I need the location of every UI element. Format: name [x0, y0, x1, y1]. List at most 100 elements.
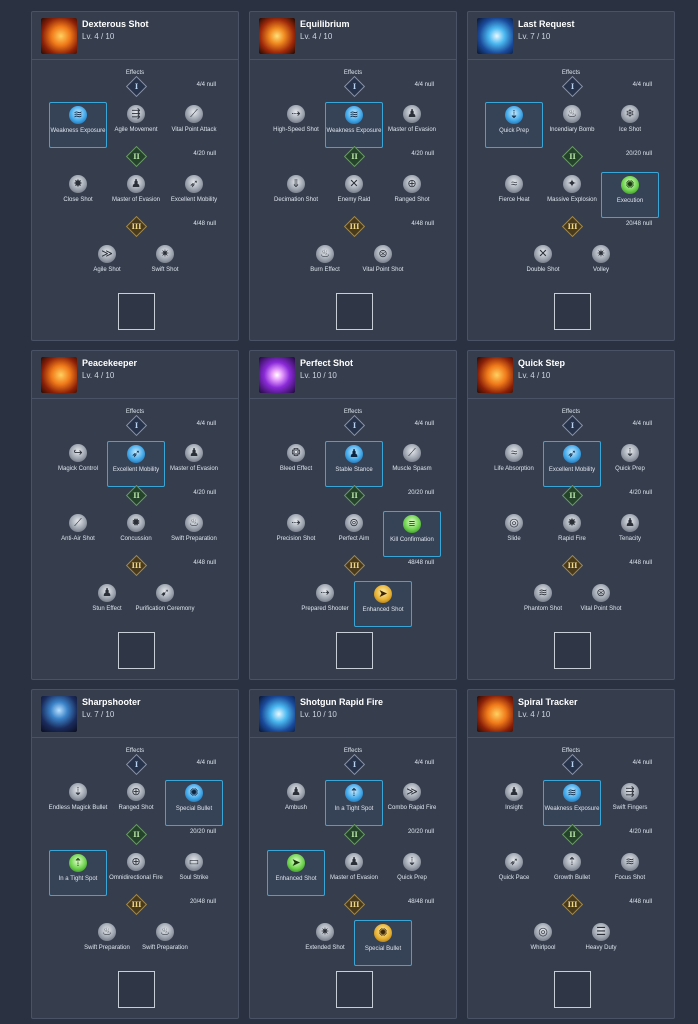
growth-bullet-icon: ⇡ — [563, 853, 581, 871]
equilibrium-icon[interactable] — [259, 18, 295, 54]
effect-node[interactable]: ✺Special Bullet — [354, 920, 412, 966]
effect-node[interactable]: ▭Soul Strike — [165, 850, 223, 896]
effect-node[interactable]: ➶Excellent Mobility — [165, 172, 223, 218]
effect-node[interactable]: ✹Concussion — [107, 511, 165, 557]
effect-node[interactable]: ◎Whirlpool — [514, 920, 572, 966]
effect-node[interactable]: ➤Enhanced Shot — [267, 850, 325, 896]
effect-node[interactable]: ➶Quick Pace — [485, 850, 543, 896]
empty-slot[interactable] — [554, 971, 591, 1008]
effect-node[interactable]: ⇢Precision Shot — [267, 511, 325, 557]
effect-node[interactable]: ≈Life Absorption — [485, 441, 543, 487]
shotgun-rapid-fire-icon[interactable] — [259, 696, 295, 732]
effect-node[interactable]: ♨Swift Preparation — [78, 920, 136, 966]
effect-node[interactable]: ♨Incendiary Bomb — [543, 102, 601, 148]
effect-node[interactable]: ≋Weakness Exposure — [325, 102, 383, 148]
effect-label: Weakness Exposure — [544, 806, 600, 812]
tier-3-badge: III — [343, 893, 366, 916]
effect-node[interactable]: ☰Heavy Duty — [572, 920, 630, 966]
quick-step-icon[interactable] — [477, 357, 513, 393]
effect-node[interactable]: ♟Tenacity — [601, 511, 659, 557]
effect-node[interactable]: ✸Close Shot — [49, 172, 107, 218]
empty-slot[interactable] — [554, 632, 591, 669]
effect-node[interactable]: ♨Swift Preparation — [136, 920, 194, 966]
empty-slot[interactable] — [118, 971, 155, 1008]
effect-node[interactable]: ♨Burn Effect — [296, 242, 354, 288]
spiral-tracker-icon[interactable] — [477, 696, 513, 732]
last-request-icon[interactable] — [477, 18, 513, 54]
effect-node[interactable]: ✷Volley — [572, 242, 630, 288]
effect-node[interactable]: ⇣Endless Magick Bullet — [49, 780, 107, 826]
effect-node[interactable]: ♟Master of Evasion — [325, 850, 383, 896]
effect-node[interactable]: ➶Excellent Mobility — [107, 441, 165, 487]
effect-node[interactable]: ⇣Quick Prep — [383, 850, 441, 896]
effect-node[interactable]: ✕Enemy Raid — [325, 172, 383, 218]
ice-shot-icon: ❄ — [621, 105, 639, 123]
empty-slot[interactable] — [554, 293, 591, 330]
effect-node[interactable]: ♟Insight — [485, 780, 543, 826]
empty-slot[interactable] — [336, 632, 373, 669]
effect-node[interactable]: ✦Massive Explosion — [543, 172, 601, 218]
effect-node[interactable]: ✕Double Shot — [514, 242, 572, 288]
effect-node[interactable]: ➹Purification Ceremony — [135, 581, 195, 627]
effect-node[interactable]: ≈Fierce Heat — [485, 172, 543, 218]
enemy-raid-icon: ✕ — [345, 175, 363, 193]
effect-node[interactable]: ⊛Vital Point Shot — [572, 581, 630, 627]
empty-slot[interactable] — [336, 971, 373, 1008]
effect-node[interactable]: ❂Bleed Effect — [267, 441, 325, 487]
effect-node[interactable]: ⟋Anti-Air Shot — [49, 511, 107, 557]
effect-node[interactable]: ⟋Vital Point Attack — [165, 102, 223, 148]
effect-node[interactable]: ✷Swift Shot — [136, 242, 194, 288]
effect-node[interactable]: ≫Combo Rapid Fire — [383, 780, 441, 826]
dexterous-shot-icon[interactable] — [41, 18, 77, 54]
effect-node[interactable]: ⇶Agile Movement — [107, 102, 165, 148]
effect-node[interactable]: ⊕Ranged Shot — [107, 780, 165, 826]
peacekeeper-icon[interactable] — [41, 357, 77, 393]
effect-node[interactable]: ◎Slide — [485, 511, 543, 557]
effect-node[interactable]: ⊕Ranged Shot — [383, 172, 441, 218]
effect-node[interactable]: ⇓Decimation Shot — [267, 172, 325, 218]
effect-node[interactable]: ↪Magick Control — [49, 441, 107, 487]
effect-node[interactable]: ≫Agile Shot — [78, 242, 136, 288]
effect-node[interactable]: ✷Extended Shot — [296, 920, 354, 966]
effect-node[interactable]: ⇣Quick Prep — [601, 441, 659, 487]
effect-node[interactable]: ⇢High-Speed Shot — [267, 102, 325, 148]
effect-node[interactable]: ✺Execution — [601, 172, 659, 218]
effect-node[interactable]: ♟Stun Effect — [78, 581, 136, 627]
effect-node[interactable]: ≡Kill Confirmation — [383, 511, 441, 557]
effect-node[interactable]: ⇢Prepared Shooter — [296, 581, 354, 627]
effect-node[interactable]: ♟Master of Evasion — [107, 172, 165, 218]
effect-node[interactable]: ♟Master of Evasion — [383, 102, 441, 148]
effect-node[interactable]: ✸Rapid Fire — [543, 511, 601, 557]
effect-node[interactable]: ⊛Vital Point Shot — [354, 242, 412, 288]
effect-node[interactable]: ≋Weakness Exposure — [49, 102, 107, 148]
effect-node[interactable]: ⊕Omnidirectional Fire — [107, 850, 165, 896]
effect-node[interactable]: ≋Phantom Shot — [514, 581, 572, 627]
skill-level: Lv. 7 / 10 — [82, 710, 115, 719]
effect-node[interactable]: ✺Special Bullet — [165, 780, 223, 826]
effect-node[interactable]: ❄Ice Shot — [601, 102, 659, 148]
empty-slot[interactable] — [118, 632, 155, 669]
empty-slot[interactable] — [118, 293, 155, 330]
effect-node[interactable]: ♟Stable Stance — [325, 441, 383, 487]
effect-node[interactable]: ⟋Muscle Spasm — [383, 441, 441, 487]
effect-label: Whirlpool — [530, 945, 556, 951]
effect-node[interactable]: ⇡In a Tight Spot — [49, 850, 107, 896]
effect-node[interactable]: ⊚Perfect Aim — [325, 511, 383, 557]
effect-node[interactable]: ➶Excellent Mobility — [543, 441, 601, 487]
effect-node[interactable]: ♨Swift Preparation — [165, 511, 223, 557]
perfect-shot-icon[interactable] — [259, 357, 295, 393]
effect-node[interactable]: ⇡In a Tight Spot — [325, 780, 383, 826]
effect-node[interactable]: ⇡Growth Bullet — [543, 850, 601, 896]
effect-node[interactable]: ⇶Swift Fingers — [601, 780, 659, 826]
ambush-icon: ♟ — [287, 783, 305, 801]
effect-node[interactable]: ⇣Quick Prep — [485, 102, 543, 148]
effect-label: Combo Rapid Fire — [387, 805, 437, 811]
effect-node[interactable]: ♟Master of Evasion — [165, 441, 223, 487]
effect-node[interactable]: ♟Ambush — [267, 780, 325, 826]
effect-node[interactable]: ➤Enhanced Shot — [354, 581, 412, 627]
sharpshooter-icon[interactable] — [41, 696, 77, 732]
effect-node[interactable]: ≋Weakness Exposure — [543, 780, 601, 826]
empty-slot[interactable] — [336, 293, 373, 330]
effect-label: Swift Shot — [151, 267, 179, 273]
effect-node[interactable]: ≋Focus Shot — [601, 850, 659, 896]
